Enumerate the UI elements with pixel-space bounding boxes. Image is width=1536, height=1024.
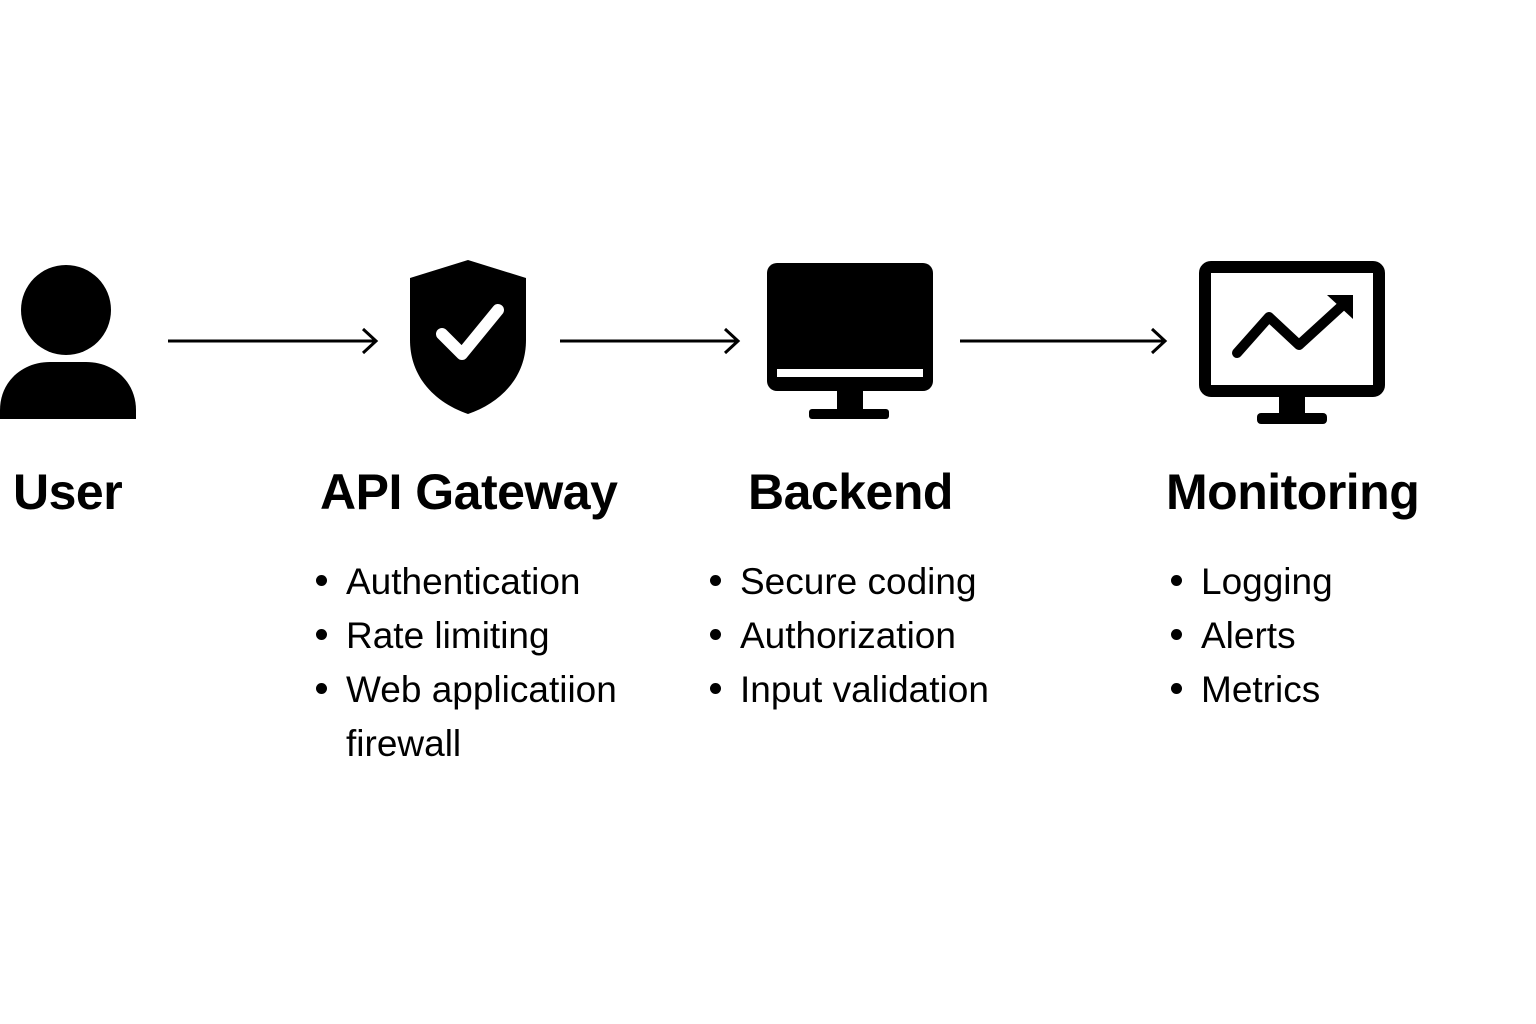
stage-title-user: User bbox=[13, 464, 123, 520]
list-item: Rate limiting bbox=[314, 609, 644, 663]
list-item: Alerts bbox=[1169, 609, 1499, 663]
stage-title-api-gateway: API Gateway bbox=[320, 464, 618, 520]
list-item: Input validation bbox=[708, 663, 1038, 717]
list-item: Secure coding bbox=[708, 555, 1038, 609]
list-item: Authentication bbox=[314, 555, 644, 609]
list-item: Authorization bbox=[708, 609, 1038, 663]
list-item: Logging bbox=[1169, 555, 1499, 609]
monitor-chart-icon bbox=[1199, 261, 1385, 424]
list-item: Metrics bbox=[1169, 663, 1499, 717]
monitoring-list: Logging Alerts Metrics bbox=[1169, 555, 1499, 717]
backend-list: Secure coding Authorization Input valida… bbox=[708, 555, 1038, 717]
list-item: Web applicatiion firewall bbox=[314, 663, 644, 771]
shield-check-icon bbox=[410, 260, 526, 414]
arrow-backend-to-monitoring bbox=[960, 327, 1168, 355]
user-icon bbox=[0, 265, 136, 419]
stage-title-backend: Backend bbox=[748, 464, 953, 520]
monitor-icon bbox=[767, 263, 933, 419]
arrow-gateway-to-backend bbox=[560, 327, 741, 355]
api-gateway-list: Authentication Rate limiting Web applica… bbox=[314, 555, 644, 771]
stage-title-monitoring: Monitoring bbox=[1166, 464, 1420, 520]
arrow-user-to-gateway bbox=[168, 327, 379, 355]
